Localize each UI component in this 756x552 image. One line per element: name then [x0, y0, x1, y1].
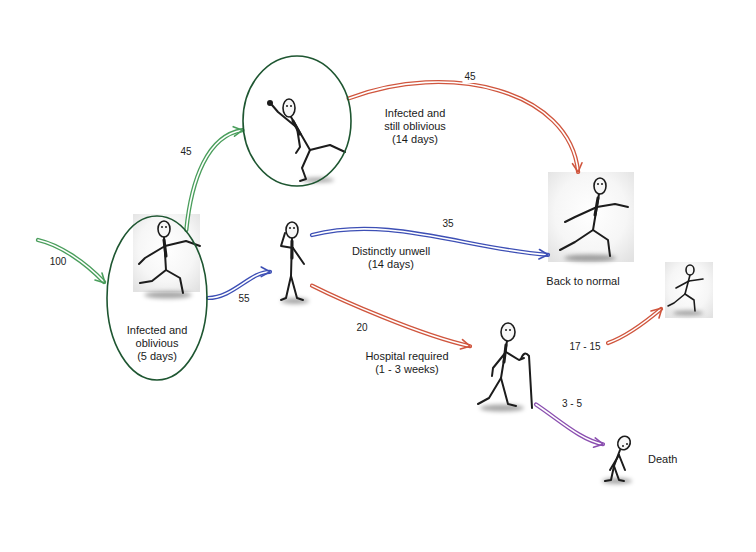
- unwell-figure: [281, 222, 304, 300]
- flow-count: 17 - 15: [567, 341, 602, 353]
- incoming-arrow: [38, 240, 105, 283]
- arrow-head: [261, 267, 270, 277]
- image-background: [665, 262, 713, 318]
- flow-count: 20: [354, 322, 369, 334]
- flow-count: 3 - 5: [560, 398, 584, 410]
- node-text: Hospital required (1 - 3 weeks): [358, 350, 456, 376]
- ellipse-border: [107, 216, 207, 380]
- flow-count: 45: [178, 146, 193, 158]
- arrow-line: [312, 286, 470, 347]
- stage-figure: Hospital required (1 - 3 weeks): [470, 318, 536, 412]
- flow-count: 55: [236, 293, 251, 305]
- arrow-head: [539, 250, 548, 260]
- flow-count: 35: [440, 218, 455, 230]
- flow-arrow: [349, 82, 582, 172]
- arrow-line: [186, 130, 242, 230]
- stage-ellipse: Infected and oblivious (5 days): [106, 215, 208, 381]
- flow-count: 100: [48, 256, 69, 268]
- stage-figure: Death: [603, 428, 643, 482]
- image-background: [133, 214, 200, 292]
- node-text: Infected and still oblivious (14 days): [373, 107, 457, 146]
- node-text: Back to normal: [533, 275, 633, 288]
- node-text: Infected and oblivious (5 days): [124, 324, 190, 363]
- arrow-line-inner: [186, 130, 242, 230]
- arrow-line: [536, 405, 603, 445]
- flow-count: 45: [462, 71, 477, 83]
- arrow-line-inner: [312, 286, 470, 347]
- stage-figure: Back to normal: [548, 172, 634, 262]
- flow-arrow: [536, 405, 603, 448]
- arrow-line-inner: [536, 405, 603, 445]
- recovered-figure: [560, 178, 628, 256]
- node-text: Distinctly unwell (14 days): [345, 245, 437, 271]
- stage-circle: Infected and still oblivious (14 days): [242, 55, 352, 187]
- recovery-arrow: [608, 308, 662, 343]
- ellipse-border: [243, 56, 351, 186]
- arrow-head: [460, 340, 470, 349]
- arrow-head: [233, 127, 242, 137]
- shadow: [144, 178, 703, 485]
- ellipse-outline: [242, 55, 352, 187]
- running-figure: [139, 221, 200, 293]
- node-text: Death: [648, 453, 698, 466]
- flow-arrow: [312, 286, 470, 349]
- hospital-figure: [478, 323, 532, 408]
- stage-figure: Distinctly unwell (14 days): [270, 212, 312, 304]
- arrow-line: [349, 82, 578, 172]
- dead-figure: [605, 434, 633, 481]
- image-background: [548, 172, 634, 262]
- small-recovered-figure: [668, 265, 703, 311]
- flow-arrow: [186, 127, 242, 230]
- arrow-head: [573, 163, 583, 172]
- arrow-head: [594, 438, 604, 447]
- arrow-line-inner: [349, 82, 578, 172]
